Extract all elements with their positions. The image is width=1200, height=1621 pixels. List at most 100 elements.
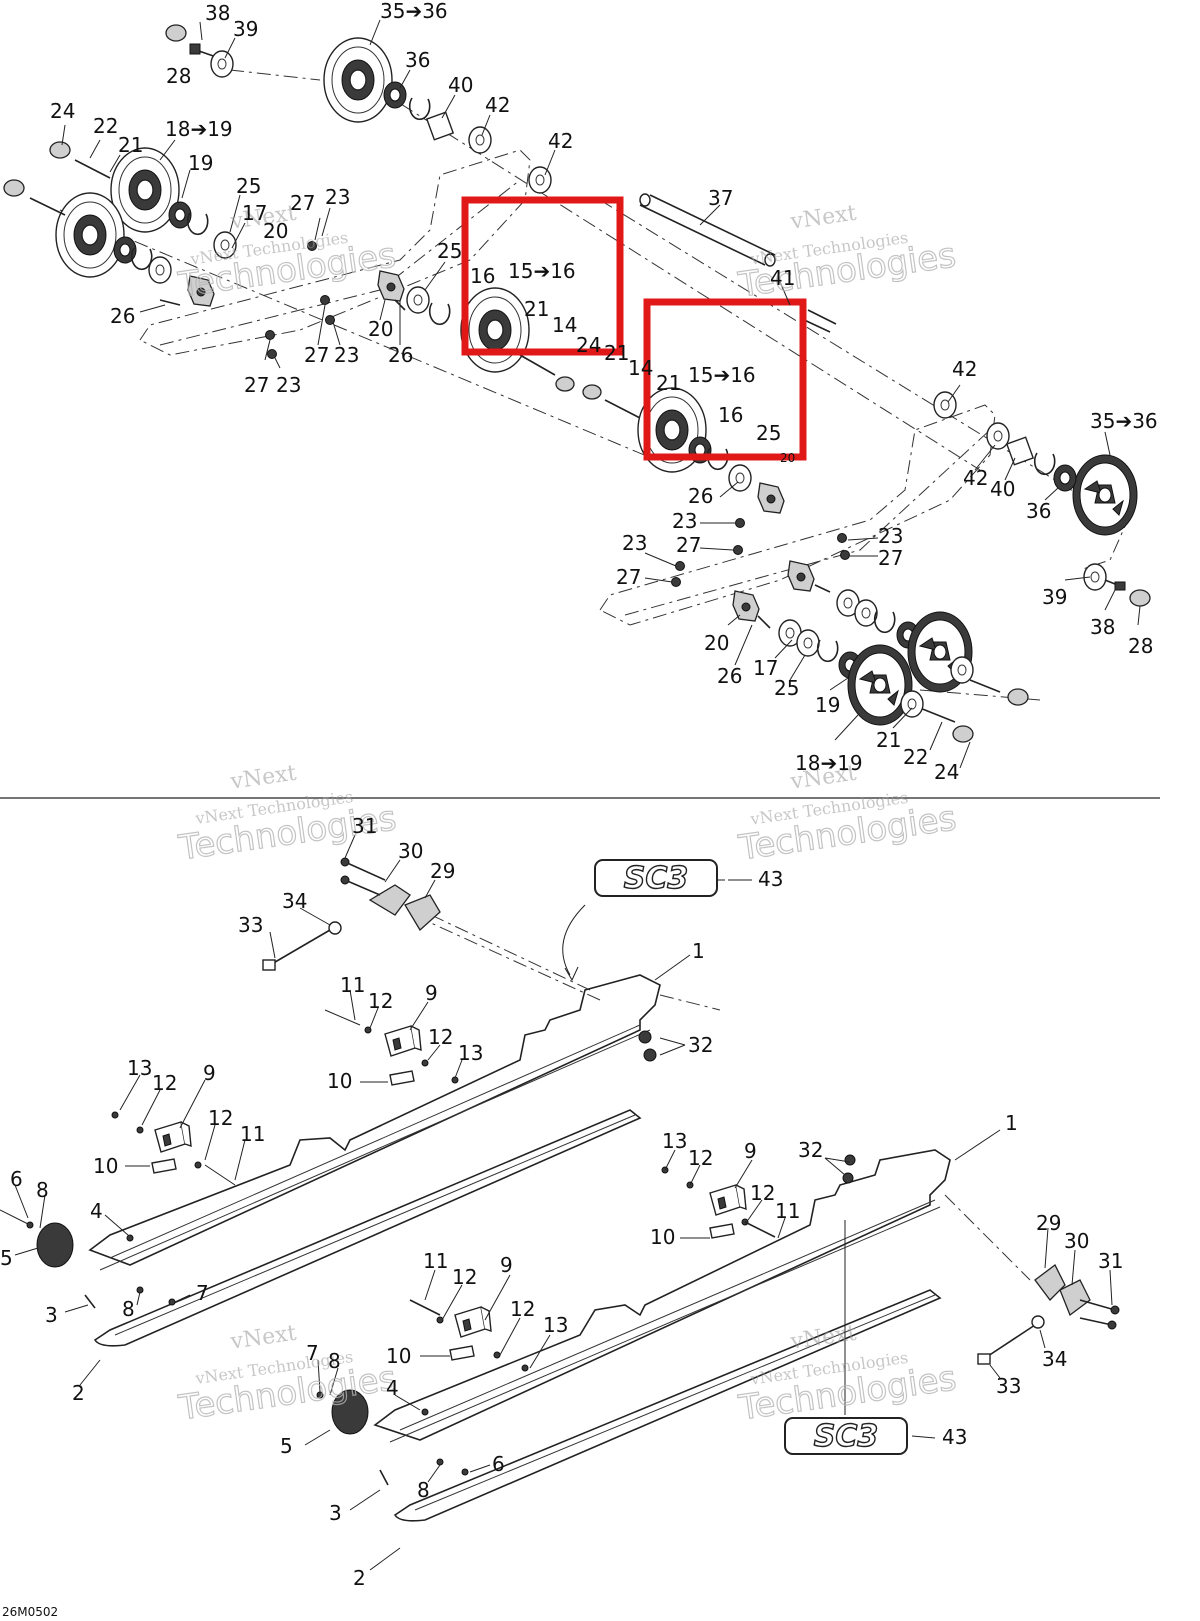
svg-text:vNext: vNext <box>228 761 298 795</box>
callout: 14 <box>552 313 577 337</box>
callout: 32 <box>688 1033 713 1057</box>
callout: 20 <box>704 631 729 655</box>
bottom-assembly: SC3 <box>0 857 1120 1522</box>
callout: 33 <box>996 1374 1021 1398</box>
callout: 21 <box>524 297 549 321</box>
callout: 39 <box>1042 585 1067 609</box>
callout: 8 <box>417 1478 430 1502</box>
callout: 23 <box>878 524 903 548</box>
callout: 11 <box>240 1122 265 1146</box>
callout: 8 <box>122 1297 135 1321</box>
callout: 9 <box>744 1139 757 1163</box>
callout-labels: 35➔36 38 39 28 36 40 42 42 24 22 21 18➔1… <box>0 0 1158 1619</box>
svg-text:vNext: vNext <box>788 1321 858 1355</box>
callout: 1 <box>692 939 705 963</box>
callout: 38 <box>1090 615 1115 639</box>
callout: 23 <box>672 509 697 533</box>
callout: 12 <box>510 1297 535 1321</box>
callout: 9 <box>425 981 438 1005</box>
callout: 12 <box>152 1071 177 1095</box>
callout: 27 <box>244 373 269 397</box>
callout: 10 <box>327 1069 352 1093</box>
callout: 25 <box>774 676 799 700</box>
callout: 30 <box>398 839 423 863</box>
callout: 21 <box>656 371 681 395</box>
callout: 36 <box>1026 499 1051 523</box>
highlight-box-1 <box>461 196 624 356</box>
callout: 35➔36 <box>1090 409 1158 433</box>
highlight-box-2 <box>643 298 807 461</box>
callout: 13 <box>458 1041 483 1065</box>
callout: 10 <box>650 1225 675 1249</box>
callout: 38 <box>205 1 230 25</box>
callout: 40 <box>990 477 1015 501</box>
callout: 23 <box>276 373 301 397</box>
callout: 31 <box>1098 1249 1123 1273</box>
callout: 4 <box>90 1199 103 1223</box>
callout: 20 <box>780 451 795 465</box>
callout: 19 <box>188 151 213 175</box>
callout: 27 <box>878 546 903 570</box>
callout: 29 <box>430 859 455 883</box>
callout: 31 <box>352 814 377 838</box>
callout: 12 <box>750 1181 775 1205</box>
sc3-logo-bottom: SC3 <box>784 1417 908 1455</box>
callout: 29 <box>1036 1211 1061 1235</box>
callout: 8 <box>36 1178 49 1202</box>
callout: 33 <box>238 913 263 937</box>
callout: 42 <box>548 129 573 153</box>
callout: 37 <box>708 186 733 210</box>
callout: 10 <box>386 1344 411 1368</box>
callout: 42 <box>485 93 510 117</box>
callout: 13 <box>127 1056 152 1080</box>
callout: 7 <box>306 1341 319 1365</box>
callout: 28 <box>166 64 191 88</box>
callout: 34 <box>282 889 307 913</box>
callout: 17 <box>242 201 267 225</box>
callout: 41 <box>770 266 795 290</box>
callout: 40 <box>448 73 473 97</box>
callout: 23 <box>325 185 350 209</box>
callout: 30 <box>1064 1229 1089 1253</box>
callout: 1 <box>1005 1111 1018 1135</box>
callout: 26 <box>110 304 135 328</box>
callout: 8 <box>328 1349 341 1373</box>
callout: 15➔16 <box>688 363 756 387</box>
callout: 19 <box>815 693 840 717</box>
callout: 14 <box>628 356 653 380</box>
callout: 12 <box>452 1265 477 1289</box>
callout: 27 <box>290 191 315 215</box>
callout: 23 <box>622 531 647 555</box>
callout: 20 <box>263 219 288 243</box>
callout: 7 <box>196 1281 209 1305</box>
callout: 4 <box>386 1376 399 1400</box>
callout: 11 <box>340 973 365 997</box>
callout: 24 <box>934 760 959 784</box>
callout: 42 <box>952 357 977 381</box>
callout: 12 <box>368 989 393 1013</box>
callout: 25 <box>756 421 781 445</box>
svg-text:vNext: vNext <box>228 1321 298 1355</box>
callout: 16 <box>470 264 495 288</box>
callout: 27 <box>676 533 701 557</box>
callout: 2 <box>353 1566 366 1590</box>
callout: 28 <box>1128 634 1153 658</box>
callout: 23 <box>334 343 359 367</box>
callout: 24 <box>50 99 75 123</box>
callout: 26 <box>688 484 713 508</box>
callout: 18➔19 <box>165 117 233 141</box>
svg-text:SC3: SC3 <box>814 1419 879 1454</box>
callout: 42 <box>963 466 988 490</box>
callout: 3 <box>45 1303 58 1327</box>
callout: 15➔16 <box>508 259 576 283</box>
callout: 5 <box>0 1246 13 1270</box>
svg-text:vNext: vNext <box>788 201 858 235</box>
callout: 20 <box>368 317 393 341</box>
svg-text:SC3: SC3 <box>624 861 689 896</box>
callout: 17 <box>753 656 778 680</box>
callout: 6 <box>492 1452 505 1476</box>
callout: 13 <box>662 1129 687 1153</box>
figure-code: 26M0502 <box>2 1605 58 1619</box>
callout: 11 <box>423 1249 448 1273</box>
